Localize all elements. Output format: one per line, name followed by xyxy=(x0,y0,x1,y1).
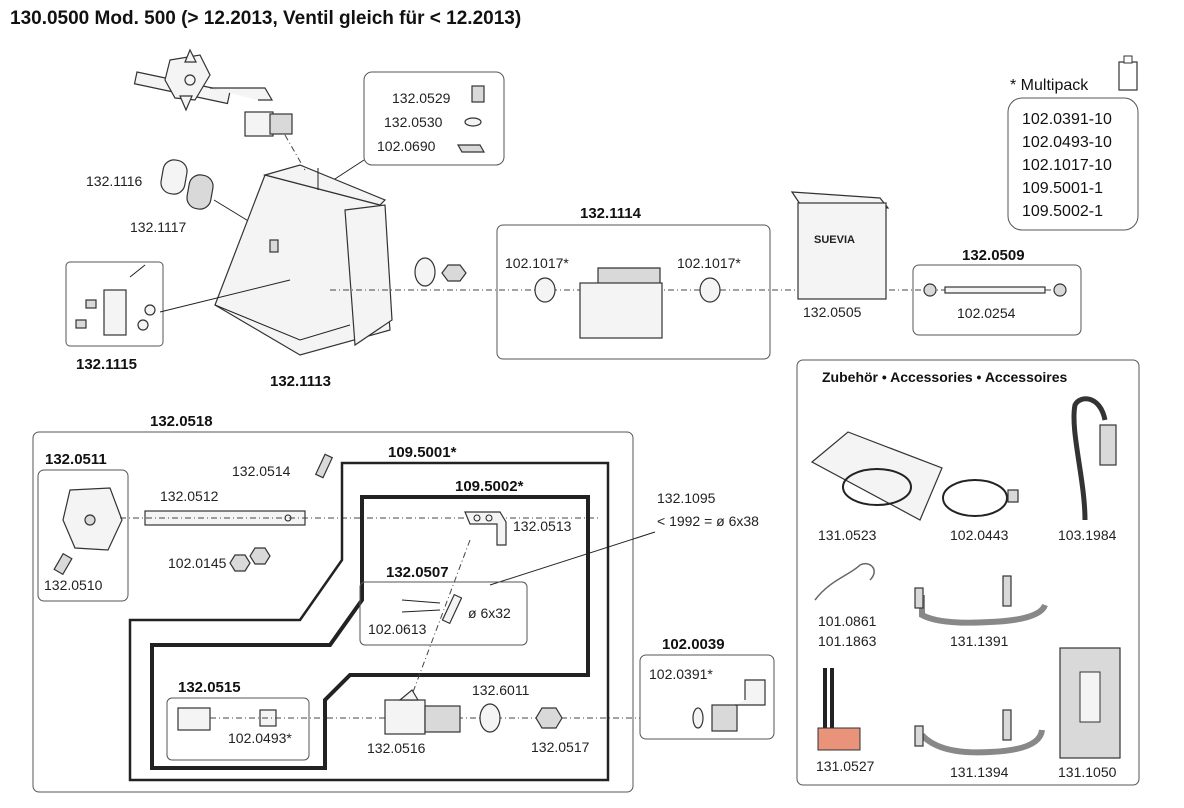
part-label: 132.1116 xyxy=(86,173,143,189)
hose-drawing xyxy=(1071,396,1117,521)
heater-coil-drawing xyxy=(942,479,1019,517)
part-label: 102.0391* xyxy=(649,666,713,682)
accessories-box xyxy=(796,359,1140,786)
multipack-box xyxy=(1007,97,1139,231)
wall-plate-drawing xyxy=(1059,647,1121,759)
valve-unit-drawing xyxy=(534,267,721,339)
heater-tray-drawing xyxy=(810,431,943,521)
valve-bracket-drawing xyxy=(75,264,156,336)
rod-drawing xyxy=(923,283,1067,297)
multipack-item: 102.0493-10 xyxy=(1022,134,1112,151)
part-label: 102.0613 xyxy=(368,621,427,637)
heater-element-drawing xyxy=(817,668,861,751)
accessories-heading: Zubehör • Accessories • Accessoires xyxy=(822,369,1068,385)
accessory-label: 101.0861 xyxy=(818,613,877,629)
part-number-heading: 132.0515 xyxy=(178,679,241,696)
elbow-fitting-drawing xyxy=(692,679,766,732)
valve-assembly-box xyxy=(32,431,634,793)
bow-handle-drawing xyxy=(914,709,1045,756)
cable-drawing xyxy=(814,563,875,601)
handle-drawing xyxy=(53,487,123,576)
gasket-drawing xyxy=(160,159,214,210)
accessory-label: 101.1863 xyxy=(818,633,877,649)
part-label: 132.0517 xyxy=(531,739,590,755)
part-number-heading: 102.0039 xyxy=(662,636,725,653)
accessory-label: 102.0443 xyxy=(950,527,1009,543)
part-label: 102.0254 xyxy=(957,305,1016,321)
pin-box xyxy=(359,581,528,646)
multipack-section: * Multipack 102.0391-10 102.0493-10 102.… xyxy=(1007,55,1139,231)
handle-box xyxy=(37,469,129,602)
part-number-heading: 132.1113 xyxy=(270,373,331,390)
part-label: 102.0690 xyxy=(377,138,436,154)
cover-drawing xyxy=(790,191,890,300)
accessory-label: 131.1394 xyxy=(950,764,1009,780)
kit-109-5001-outline xyxy=(128,461,610,782)
rod-box xyxy=(912,264,1082,336)
lever-drawing xyxy=(464,511,507,546)
mounting-bracket-drawing xyxy=(133,48,293,137)
multipack-label: * Multipack xyxy=(1010,77,1089,94)
multipack-icon xyxy=(1118,55,1138,91)
part-number-heading: 132.0507 xyxy=(386,564,449,581)
valve-body-drawing xyxy=(384,689,563,735)
part-label: 132.0505 xyxy=(803,304,862,320)
part-number-heading: 132.1114 xyxy=(580,205,642,222)
accessory-label: 103.1984 xyxy=(1058,527,1117,543)
seal-box xyxy=(166,697,310,761)
fastener-parts-drawing xyxy=(456,85,486,153)
part-number-heading: 132.0509 xyxy=(962,247,1025,264)
part-label: 132.1117 xyxy=(130,219,187,235)
part-label: 132.0516 xyxy=(367,740,426,756)
part-label: ø 6x32 xyxy=(468,605,511,621)
part-label: 132.0529 xyxy=(392,90,451,106)
elbow-fitting-box xyxy=(639,654,775,740)
seal-drawing xyxy=(177,707,277,731)
part-label: 102.1017* xyxy=(505,255,569,271)
part-number-heading: 132.1115 xyxy=(76,356,137,373)
multipack-item: 102.0391-10 xyxy=(1022,111,1112,128)
valve-bracket-box xyxy=(65,261,164,347)
accessory-label: 131.1050 xyxy=(1058,764,1117,780)
multipack-item: 109.5002-1 xyxy=(1022,203,1103,220)
part-label: 132.0513 xyxy=(513,518,572,534)
part-number-heading: 109.5001* xyxy=(388,444,457,461)
part-number-heading: 132.0518 xyxy=(150,413,213,430)
part-label: 102.0493* xyxy=(228,730,292,746)
part-number-heading: 132.0511 xyxy=(45,451,107,468)
part-label: 132.6011 xyxy=(472,682,530,698)
bow-handle-drawing xyxy=(914,575,1048,626)
page-title: 130.0500 Mod. 500 (> 12.2013, Ventil gle… xyxy=(10,8,521,29)
pin-drawing xyxy=(401,593,463,625)
part-label: 102.0145 xyxy=(168,555,227,571)
part-label: 132.1095 xyxy=(657,490,716,506)
multipack-item: 109.5001-1 xyxy=(1022,180,1103,197)
brand-logo-text: SUEVIA xyxy=(814,234,855,246)
part-label: 132.0510 xyxy=(44,577,103,593)
valve-unit-box xyxy=(496,224,771,360)
multipack-item: 102.1017-10 xyxy=(1022,157,1112,174)
accessory-label: 131.0527 xyxy=(816,758,875,774)
housing-nut-drawing xyxy=(414,257,467,287)
housing-drawing xyxy=(214,164,393,356)
part-label: 132.0530 xyxy=(384,114,443,130)
part-label: 102.1017* xyxy=(677,255,741,271)
kit-109-5002-outline xyxy=(150,495,590,770)
part-note: < 1992 = ø 6x38 xyxy=(657,513,759,529)
part-label: 132.0514 xyxy=(232,463,291,479)
part-number-heading: 109.5002* xyxy=(455,478,524,495)
accessory-label: 131.0523 xyxy=(818,527,877,543)
part-label: 132.0512 xyxy=(160,488,219,504)
fastener-callout-box xyxy=(363,71,505,166)
accessory-label: 131.1391 xyxy=(950,633,1009,649)
